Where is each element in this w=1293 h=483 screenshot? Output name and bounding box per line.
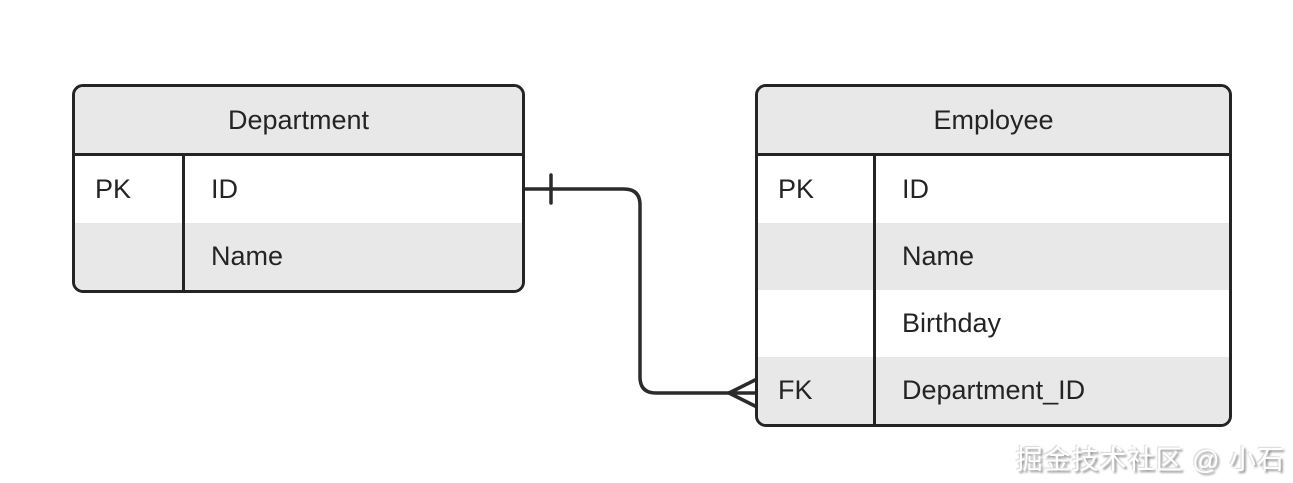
- cardinality-many-crowfoot: [727, 378, 757, 408]
- table-row: Name: [75, 223, 522, 290]
- field-cell: ID: [902, 174, 929, 204]
- key-cell: PK: [758, 156, 876, 223]
- field-cell: Name: [902, 241, 975, 271]
- field-cell: ID: [211, 174, 238, 204]
- table-row: Name: [758, 223, 1229, 290]
- table-row: PK ID: [75, 156, 522, 223]
- key-cell: [75, 223, 185, 290]
- relationship-line: [523, 187, 731, 395]
- entity-body-employee: PK ID Name Birthday FK Department_ID: [758, 156, 1229, 424]
- field-cell: Birthday: [902, 308, 1002, 338]
- entity-title-department: Department: [75, 87, 522, 156]
- table-row: PK ID: [758, 156, 1229, 223]
- entity-table-employee: Employee PK ID Name Birthday FK Departme…: [755, 84, 1232, 427]
- entity-title-employee: Employee: [758, 87, 1229, 156]
- table-row: Birthday: [758, 290, 1229, 357]
- key-cell: FK: [758, 357, 876, 424]
- entity-body-department: PK ID Name: [75, 156, 522, 290]
- key-cell: [758, 290, 876, 357]
- key-cell: [758, 223, 876, 290]
- key-cell: PK: [75, 156, 185, 223]
- field-cell: Department_ID: [902, 375, 1086, 405]
- watermark-text: 掘金技术社区 @ 小石: [1015, 445, 1285, 475]
- field-cell: Name: [211, 241, 284, 271]
- table-row: FK Department_ID: [758, 357, 1229, 424]
- entity-table-department: Department PK ID Name: [72, 84, 525, 293]
